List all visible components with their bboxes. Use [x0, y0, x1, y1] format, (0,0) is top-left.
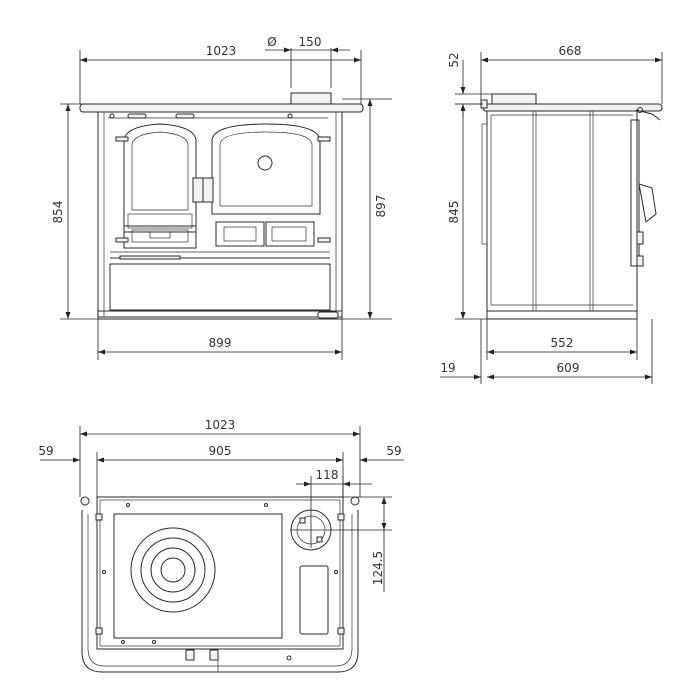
top-width-total-label: 1023	[205, 418, 236, 432]
front-width-body-label: 899	[209, 336, 232, 350]
front-base-badge	[317, 311, 339, 319]
side-depth-body-label: 552	[551, 336, 574, 350]
front-flue-diameter-symbol: Ø	[267, 35, 276, 49]
front-ash-drawer-right	[265, 221, 315, 247]
top-width-inner-label: 905	[209, 444, 232, 458]
top-main-plate	[96, 496, 344, 650]
top-margin-right-label: 59	[386, 444, 401, 458]
side-top-plate	[482, 103, 663, 112]
top-hotplate-area	[113, 513, 283, 639]
front-body	[97, 111, 343, 318]
side-top-offset-label: 52	[447, 52, 461, 67]
front-height-total-label: 897	[374, 195, 388, 218]
front-ash-drawer-left	[215, 221, 265, 247]
side-flue-collar	[491, 93, 537, 105]
front-width-top-label: 1023	[206, 44, 237, 58]
side-view	[480, 93, 663, 320]
front-left-drawer	[123, 225, 197, 249]
front-view	[79, 92, 364, 320]
top-ash-slot	[299, 565, 329, 635]
front-storage-drawer	[109, 263, 331, 311]
top-ring-center	[160, 557, 186, 583]
front-right-door	[211, 123, 321, 215]
side-door-handle	[638, 183, 657, 223]
side-depth-total-label: 609	[557, 361, 580, 375]
top-dimensions: 1023 59 905 59 118 124.5	[38, 418, 404, 592]
front-flue-diameter-label: 150	[299, 35, 322, 49]
top-flue-offset-x-label: 118	[316, 468, 339, 482]
side-plinth	[486, 310, 638, 320]
front-flue-collar	[290, 92, 332, 105]
front-top-plate	[79, 103, 364, 113]
side-front-offset-label: 19	[440, 361, 455, 375]
front-dimensions: 1023 Ø 150 897 854 899	[51, 35, 392, 360]
top-margin-left-label: 59	[38, 444, 53, 458]
front-door-knob	[257, 155, 273, 171]
top-view	[80, 496, 360, 673]
side-body	[486, 110, 638, 312]
front-plinth	[97, 310, 343, 320]
side-dimensions: 668 52 845 552 19 609	[440, 44, 663, 384]
top-ring-outer	[130, 527, 216, 613]
front-left-door	[123, 123, 197, 233]
top-flue-offset-y-label: 124.5	[371, 551, 385, 585]
front-height-body-label: 854	[51, 201, 65, 224]
side-height-label: 845	[447, 201, 461, 224]
side-depth-top-label: 668	[559, 44, 582, 58]
top-outer-rail	[81, 510, 359, 673]
